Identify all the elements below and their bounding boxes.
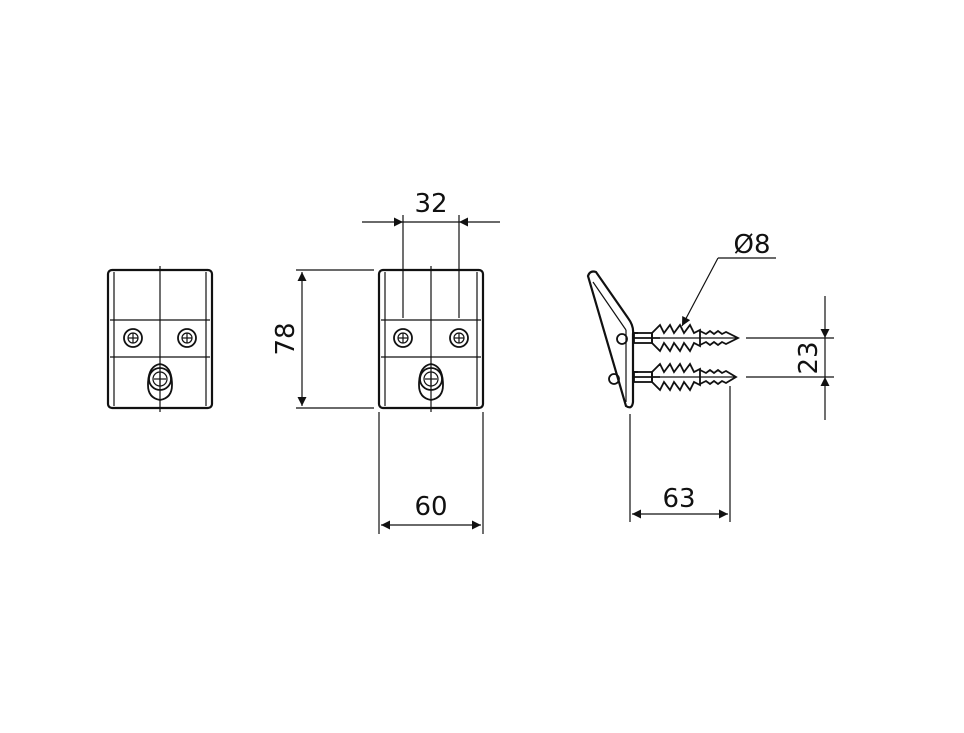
screw-hole-icon bbox=[393, 328, 413, 348]
dimension-label-60: 60 bbox=[414, 492, 447, 522]
screw-with-anchor-icon bbox=[633, 362, 738, 392]
dimension-label-32: 32 bbox=[414, 189, 447, 219]
side-view: Ø8 23 63 bbox=[586, 230, 834, 522]
screw-with-anchor-icon bbox=[633, 323, 741, 353]
mount-screw-icon bbox=[418, 363, 444, 401]
dimension-hole-spacing: 32 bbox=[362, 189, 500, 318]
dimension-depth: 63 bbox=[629, 386, 731, 522]
front-view-left bbox=[106, 266, 214, 412]
front-view-dimensioned: 32 78 60 bbox=[271, 189, 500, 534]
screw-hole-icon bbox=[177, 328, 197, 348]
screw-hole-icon bbox=[123, 328, 143, 348]
dimension-label-23: 23 bbox=[794, 341, 824, 374]
dimension-label-diameter: Ø8 bbox=[733, 230, 770, 260]
mount-screw-icon bbox=[147, 363, 173, 401]
dimension-label-63: 63 bbox=[662, 484, 695, 514]
dimension-width: 60 bbox=[378, 412, 484, 534]
dimension-label-78: 78 bbox=[271, 322, 301, 355]
dimension-screw-spacing: 23 bbox=[746, 296, 834, 420]
dimension-height: 78 bbox=[271, 269, 374, 409]
screw-hole-icon bbox=[449, 328, 469, 348]
dimension-diameter: Ø8 bbox=[681, 230, 776, 327]
